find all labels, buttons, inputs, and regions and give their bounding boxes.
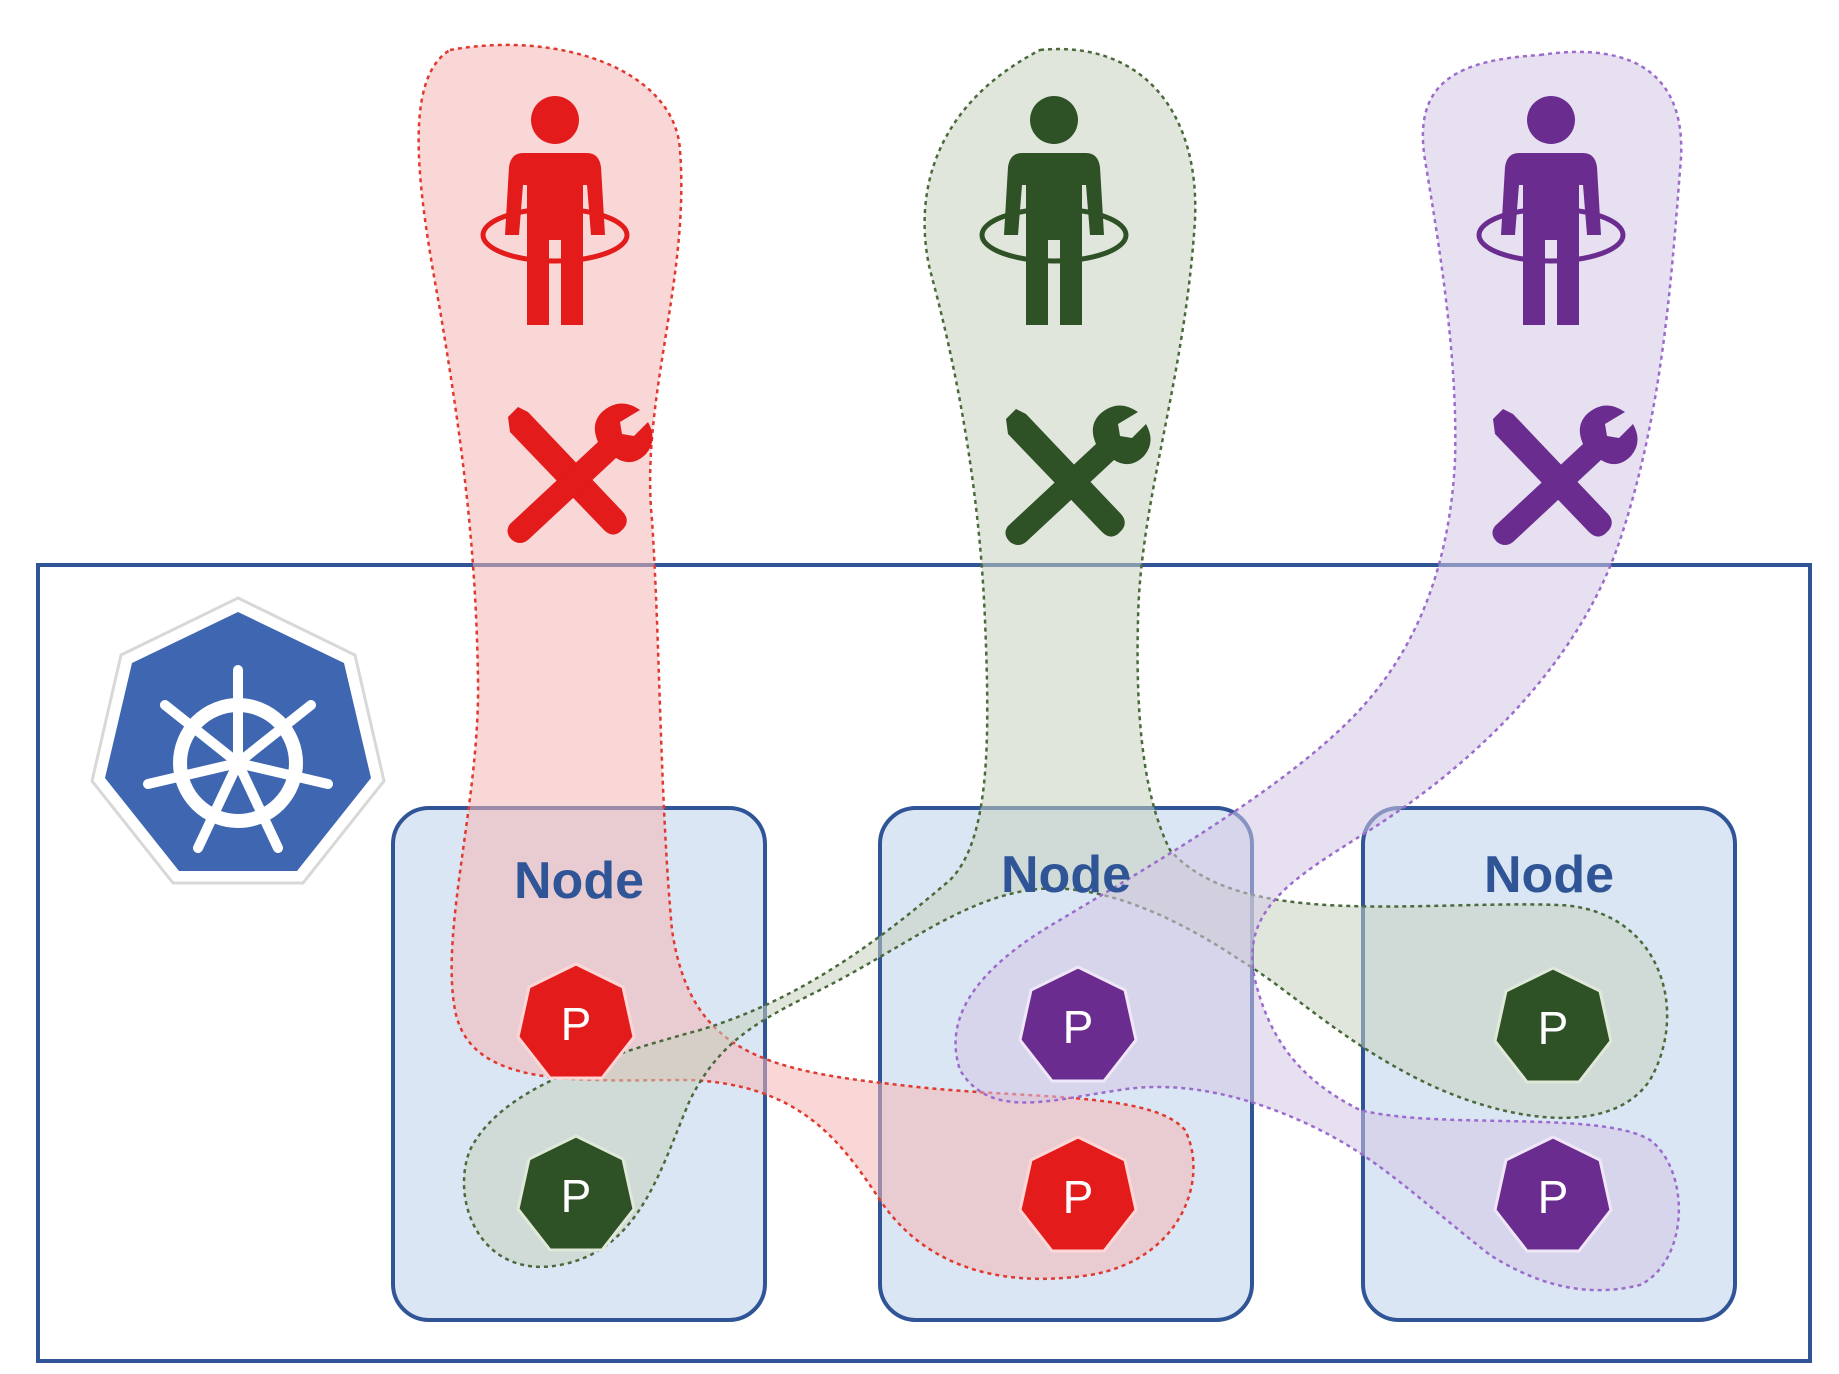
pod-node3-green: P: [1493, 966, 1613, 1084]
pod-label: P: [561, 998, 592, 1050]
pod-node2-purple: P: [1018, 965, 1138, 1083]
node-label-2: Node: [1001, 846, 1131, 904]
tenant-red-region: [417, 43, 1195, 1281]
pod-label: P: [1063, 1001, 1094, 1053]
pod-label: P: [561, 1170, 592, 1222]
kubernetes-helm-icon: [90, 596, 386, 885]
person-with-ring-icon: [480, 96, 630, 325]
pod-label: P: [1538, 1002, 1569, 1054]
tenant-purple-region: [954, 50, 1683, 1292]
pod-node1-red: P: [516, 962, 636, 1080]
person-with-ring-icon: [1476, 96, 1626, 325]
pod-node3-purple: P: [1493, 1135, 1613, 1253]
person-with-ring-icon: [979, 96, 1129, 325]
node-label-1: Node: [514, 852, 644, 910]
pod-node1-green: P: [516, 1134, 636, 1252]
pod-label: P: [1538, 1171, 1569, 1223]
pod-label: P: [1063, 1171, 1094, 1223]
cluster-boundary: [36, 563, 1812, 1363]
pod-node2-red: P: [1018, 1135, 1138, 1253]
tenant-green-region: [462, 47, 1669, 1269]
node-label-3: Node: [1484, 846, 1614, 904]
